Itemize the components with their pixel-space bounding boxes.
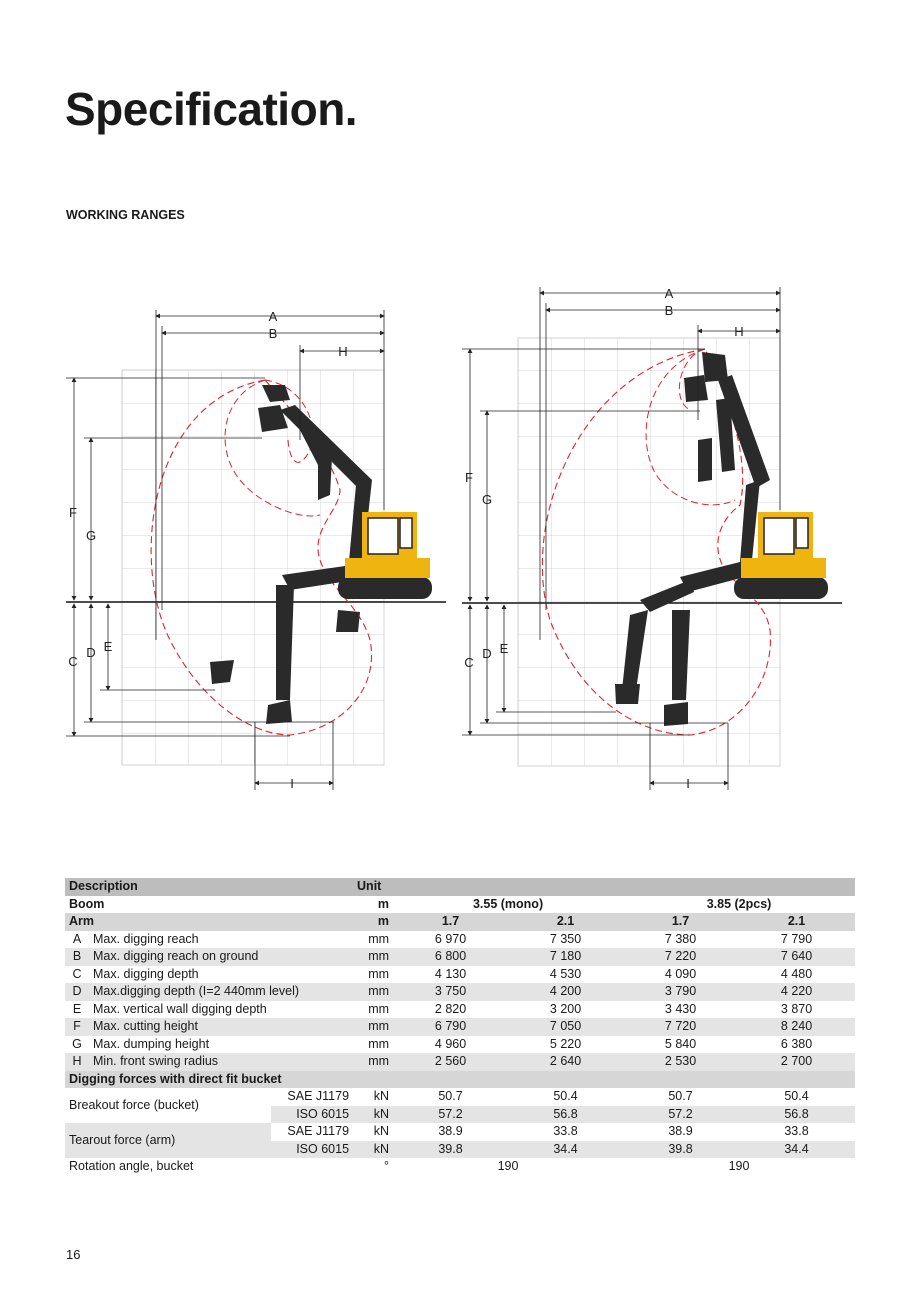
page-title: Specification. bbox=[65, 83, 358, 135]
diagram-right: A B H F G C D E I bbox=[462, 286, 842, 791]
digging-forces-header: Digging forces with direct fit bucket bbox=[65, 1070, 856, 1088]
arm-row: Arm m 1.7 2.1 1.7 2.1 bbox=[65, 913, 856, 931]
dim-f-right: F bbox=[465, 470, 473, 485]
arm-label: Arm bbox=[65, 913, 354, 931]
arm-unit: m bbox=[353, 913, 394, 931]
table-row: D Max.digging depth (I=2 440mm level) mm… bbox=[65, 983, 856, 1001]
table-row: A Max. digging reach mm 6 970 7 350 7 38… bbox=[65, 930, 856, 948]
dim-a-right: A bbox=[665, 286, 674, 301]
dim-c-left: C bbox=[68, 654, 77, 669]
dim-i-left: I bbox=[290, 776, 294, 791]
excavator-right bbox=[734, 512, 828, 599]
table-header-row: Description Unit bbox=[65, 878, 856, 896]
arm-4: 2.1 bbox=[738, 913, 856, 931]
tearout-sae-row: Tearout force (arm) SAE J1179 kN 38.9 33… bbox=[65, 1123, 856, 1158]
page-number: 16 bbox=[66, 1247, 81, 1262]
dim-h-right: H bbox=[734, 324, 743, 339]
dim-f-left: F bbox=[69, 505, 77, 520]
rotation-label: Rotation angle, bucket bbox=[65, 1158, 354, 1176]
dim-e-right: E bbox=[500, 641, 509, 656]
dim-d-right: D bbox=[482, 646, 491, 661]
table-row: G Max. dumping height mm 4 960 5 220 5 8… bbox=[65, 1035, 856, 1053]
boom-label: Boom bbox=[65, 895, 354, 913]
dim-h-left: H bbox=[338, 344, 347, 359]
dim-b-right: B bbox=[665, 303, 674, 318]
dim-i-right: I bbox=[686, 776, 690, 791]
arm-3: 1.7 bbox=[623, 913, 739, 931]
section-title: WORKING RANGES bbox=[66, 208, 185, 222]
dim-g-right: G bbox=[482, 492, 492, 507]
dim-d-left: D bbox=[86, 645, 95, 660]
boom-2pcs: 3.85 (2pcs) bbox=[623, 895, 856, 913]
dim-g-left: G bbox=[86, 528, 96, 543]
spec-table: Description Unit Boom m 3.55 (mono) 3.85… bbox=[65, 878, 856, 1176]
header-unit: Unit bbox=[353, 878, 394, 896]
breakout-iso-row: ISO 6015 kN 57.2 56.8 57.2 56.8 bbox=[65, 1105, 856, 1123]
header-description: Description bbox=[65, 878, 354, 896]
arm-2: 2.1 bbox=[508, 913, 624, 931]
working-ranges-diagram: A B H F G C D E I bbox=[66, 286, 842, 791]
table-row: B Max. digging reach on ground mm 6 800 … bbox=[65, 948, 856, 966]
table-row: E Max. vertical wall digging depth mm 2 … bbox=[65, 1000, 856, 1018]
breakout-sae-row: Breakout force (bucket) SAE J1179 kN 50.… bbox=[65, 1088, 856, 1123]
dim-e-left: E bbox=[104, 639, 113, 654]
breakout-label: Breakout force (bucket) bbox=[65, 1088, 271, 1123]
boom-mono: 3.55 (mono) bbox=[393, 895, 624, 913]
boom-row: Boom m 3.55 (mono) 3.85 (2pcs) bbox=[65, 895, 856, 913]
tearout-iso-row: ISO 6015 kN 39.8 34.4 39.8 34.4 bbox=[65, 1140, 856, 1158]
excavator-left bbox=[338, 512, 432, 599]
table-row: C Max. digging depth mm 4 130 4 530 4 09… bbox=[65, 965, 856, 983]
diagram-left: A B H F G C D E I bbox=[66, 309, 446, 791]
boom-unit: m bbox=[353, 895, 394, 913]
table-row: F Max. cutting height mm 6 790 7 050 7 7… bbox=[65, 1018, 856, 1036]
dim-c-right: C bbox=[464, 655, 473, 670]
tearout-label: Tearout force (arm) bbox=[65, 1123, 271, 1158]
table-row: H Min. front swing radius mm 2 560 2 640… bbox=[65, 1053, 856, 1071]
dim-a-left: A bbox=[269, 309, 278, 324]
rotation-row: Rotation angle, bucket ° 190 190 bbox=[65, 1158, 856, 1176]
arm-1: 1.7 bbox=[393, 913, 509, 931]
dim-b-left: B bbox=[269, 326, 278, 341]
